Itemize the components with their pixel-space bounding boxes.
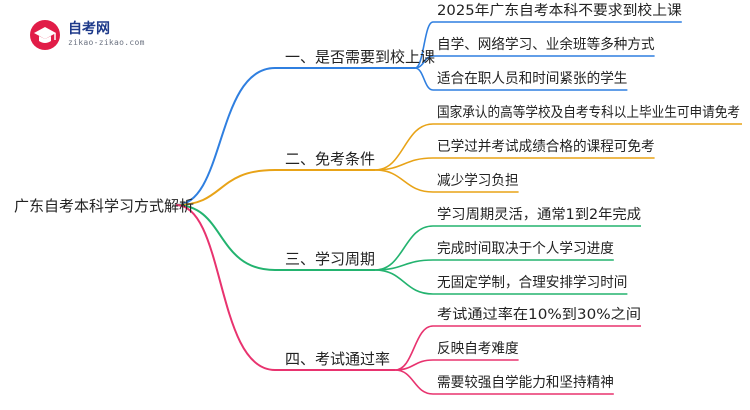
root-branch-connector-4	[175, 204, 276, 371]
logo-subtitle: zikao-zikao.com	[68, 38, 145, 47]
branch-label-1: 一、是否需要到校上课	[285, 48, 435, 66]
leaf-label-3-3: 无固定学制，合理安排学习时间	[437, 275, 627, 291]
leaf-label-1-1: 2025年广东自考本科不要求到校上课	[437, 2, 682, 19]
root-branch-connector-1	[175, 67, 276, 206]
leaf-connector-2-3	[374, 169, 434, 193]
leaf-label-4-3: 需要较强自学能力和坚持精神	[437, 375, 614, 391]
root-branch-connector-3	[175, 204, 276, 271]
leaf-label-4-1: 考试通过率在10%到30%之间	[437, 306, 641, 323]
leaf-connector-1-1	[414, 21, 434, 69]
root-node-label: 广东自考本科学习方式解析	[14, 197, 194, 215]
site-logo[interactable]: 自考网 zikao-zikao.com	[28, 16, 158, 56]
graduation-cap-icon	[30, 20, 60, 50]
branch-layer: 一、是否需要到校上课 2025年广东自考本科不要求到校上课自学、网络学习、业余班等…	[285, 2, 740, 391]
leaf-label-1-3: 适合在职人员和时间紧张的学生	[437, 71, 627, 87]
branch-label-2: 二、免考条件	[285, 150, 375, 168]
leaf-connector-4-3	[394, 369, 434, 395]
leaf-connector-3-2	[374, 259, 434, 271]
leaf-label-2-1: 国家承认的高等学校及自考专科以上毕业生可申请免考	[437, 104, 740, 121]
leaf-connector-3-3	[374, 269, 434, 295]
leaf-label-4-2: 反映自考难度	[437, 341, 519, 357]
leaf-label-3-1: 学习周期灵活，通常1到2年完成	[437, 207, 641, 223]
leaf-label-1-2: 自学、网络学习、业余班等多种方式	[437, 36, 655, 53]
leaf-label-2-3: 减少学习负担	[437, 173, 519, 189]
leaf-label-2-2: 已学过并考试成绩合格的课程可免考	[437, 139, 655, 155]
branch-label-4: 四、考试通过率	[285, 350, 390, 368]
leaf-connector-2-2	[374, 157, 434, 171]
root-branch-connector-2	[175, 169, 276, 206]
leaf-connector-4-1	[394, 325, 434, 371]
leaf-connector-3-1	[374, 225, 434, 271]
leaf-connector-2-1	[374, 123, 434, 171]
logo-title: 自考网	[68, 21, 110, 37]
branch-label-3: 三、学习周期	[285, 250, 375, 268]
connectors	[175, 21, 742, 395]
leaf-label-3-2: 完成时间取决于个人学习进度	[437, 241, 614, 257]
leaf-connector-1-3	[414, 67, 434, 91]
